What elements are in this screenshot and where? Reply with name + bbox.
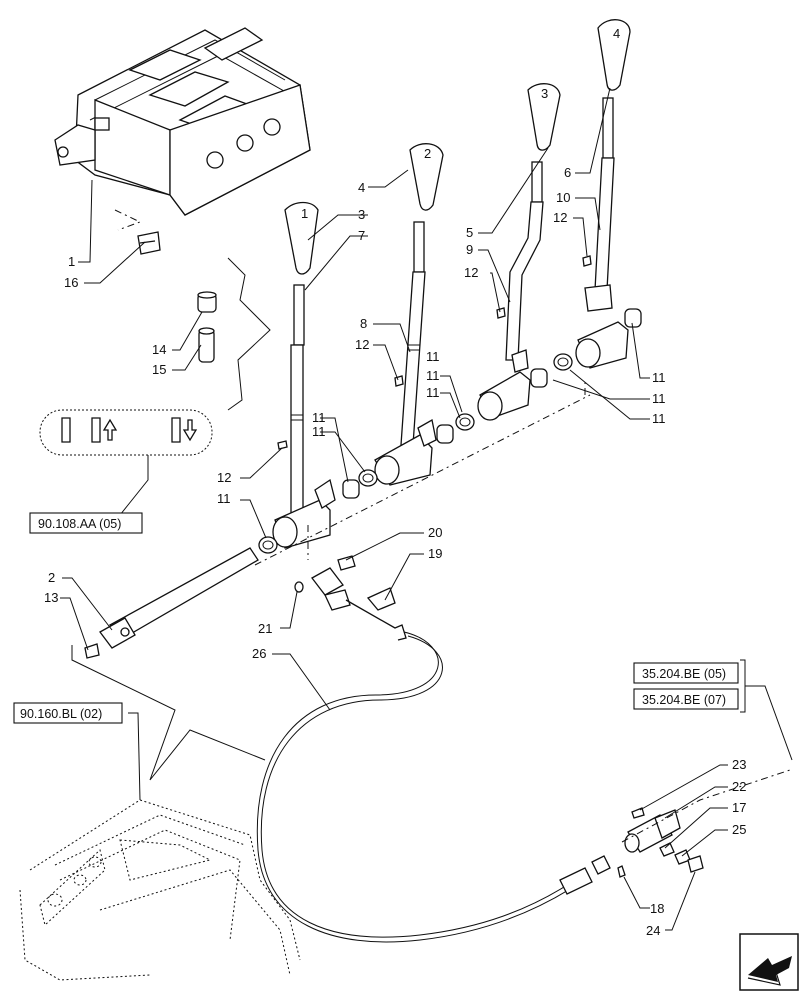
callout-12-d: 12 xyxy=(553,210,567,225)
bushing-14 xyxy=(197,291,217,313)
ref-box-a[interactable]: 90.108.AA (05) xyxy=(29,512,143,534)
sensor-detail-box xyxy=(39,409,213,516)
bolt-16 xyxy=(137,231,161,255)
ref-box-b[interactable]: 90.160.BL (02) xyxy=(13,702,141,801)
callout-5: 5 xyxy=(466,225,473,240)
callout-21: 21 xyxy=(258,621,272,636)
callout-11-f: 11 xyxy=(652,370,666,385)
callout-25: 25 xyxy=(732,822,746,837)
callout-11-a: 11 xyxy=(426,368,440,383)
ref-box-d[interactable]: 35.204.BE (07) xyxy=(633,688,739,710)
callout-24: 24 xyxy=(646,923,660,938)
callout-18: 18 xyxy=(650,901,664,916)
screw-13 xyxy=(84,643,100,659)
callout-11-d: 11 xyxy=(312,424,326,439)
callout-8: 8 xyxy=(360,316,367,331)
callout-7: 7 xyxy=(358,228,365,243)
callout-1: 1 xyxy=(68,254,75,269)
sensor-down-icon xyxy=(171,417,181,443)
callout-2: 2 xyxy=(48,570,55,585)
callout-22: 22 xyxy=(732,779,746,794)
callout-11-c: 11 xyxy=(312,410,326,425)
callout-16: 16 xyxy=(64,275,78,290)
callout-numbers: 1 2 3 4 5 6 7 8 9 10 11 11 11 11 11 11 1… xyxy=(44,165,746,938)
callout-3: 3 xyxy=(358,207,365,222)
callout-12-c: 12 xyxy=(464,265,478,280)
console-bracket xyxy=(54,27,311,231)
ref-b-label: 90.160.BL (02) xyxy=(20,707,102,721)
callout-11-e: 11 xyxy=(217,491,231,506)
callout-14: 14 xyxy=(152,342,166,357)
knob-4-number: 4 xyxy=(613,26,620,41)
bushing-15 xyxy=(198,327,215,363)
lever-4: 4 xyxy=(575,19,631,369)
callout-10: 10 xyxy=(556,190,570,205)
callout-6: 6 xyxy=(564,165,571,180)
ref-d-label: 35.204.BE (07) xyxy=(642,693,726,707)
lever-2: 2 xyxy=(374,143,444,486)
bushings-11 xyxy=(258,308,642,554)
callout-12-a: 12 xyxy=(217,470,231,485)
callout-19: 19 xyxy=(428,546,442,561)
callout-11-i: 11 xyxy=(426,349,440,364)
callout-11-h: 11 xyxy=(652,411,666,426)
callout-17: 17 xyxy=(732,800,746,815)
knob-1-number: 1 xyxy=(301,206,308,221)
ref-c-label: 35.204.BE (05) xyxy=(642,667,726,681)
sensor-up-icon xyxy=(91,417,101,443)
knob-2-number: 2 xyxy=(424,146,431,161)
lever-1: 1 xyxy=(272,201,336,549)
callout-20: 20 xyxy=(428,525,442,540)
callout-9: 9 xyxy=(466,242,473,257)
lever-3: 3 xyxy=(477,83,561,421)
callout-26: 26 xyxy=(252,646,266,661)
ref-a-label: 90.108.AA (05) xyxy=(38,517,121,531)
cable-26 xyxy=(256,599,611,943)
callout-11-g: 11 xyxy=(652,391,666,406)
sensor-icon xyxy=(61,417,71,443)
callout-12-b: 12 xyxy=(355,337,369,352)
callout-13: 13 xyxy=(44,590,58,605)
knob-3-number: 3 xyxy=(541,86,548,101)
ref-box-c[interactable]: 35.204.BE (05) xyxy=(633,662,739,684)
callout-23: 23 xyxy=(732,757,746,772)
callout-15: 15 xyxy=(152,362,166,377)
cable-end-fittings xyxy=(617,807,704,878)
shaft-2 xyxy=(99,547,259,649)
clips-12 xyxy=(277,255,592,450)
cable-fork xyxy=(294,555,396,611)
machine-outline xyxy=(19,799,301,981)
leader-lines xyxy=(60,87,728,931)
callout-4: 4 xyxy=(358,180,365,195)
arrow-icon[interactable] xyxy=(739,933,799,991)
callout-11-b: 11 xyxy=(426,385,440,400)
